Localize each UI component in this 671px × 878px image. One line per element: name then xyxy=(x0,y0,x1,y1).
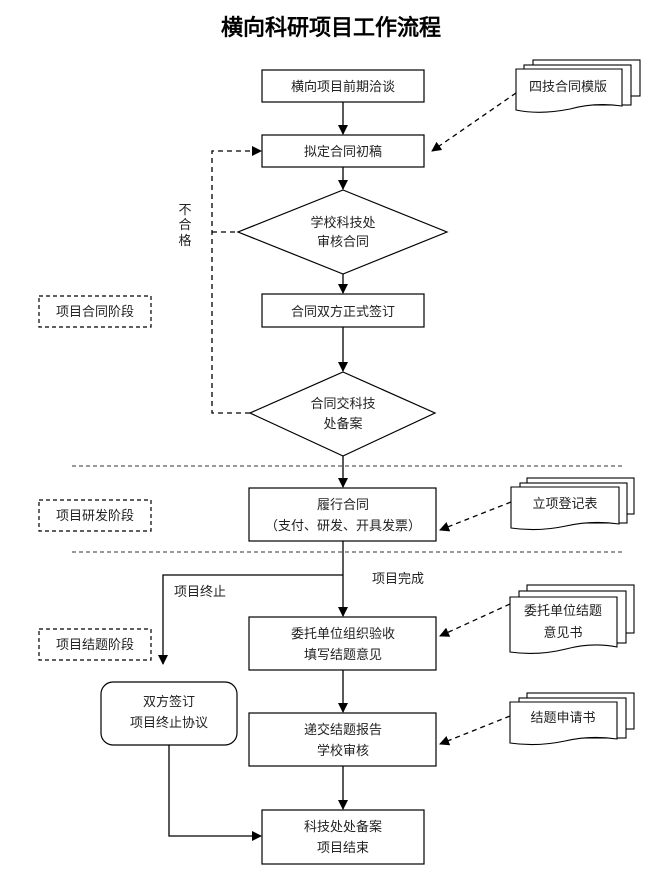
svg-text:合同双方正式签订: 合同双方正式签订 xyxy=(291,304,395,320)
step-acceptance[interactable]: 委托单位组织验收 填写结题意见 xyxy=(248,616,437,671)
svg-text:项目研发阶段: 项目研发阶段 xyxy=(56,508,134,524)
completed-label: 项目完成 xyxy=(372,572,424,587)
doc-registration-form[interactable]: 立项登记表 xyxy=(510,477,635,531)
svg-text:项目结束: 项目结束 xyxy=(317,841,369,856)
svg-text:项目终止协议: 项目终止协议 xyxy=(130,715,208,731)
svg-text:四技合同模版: 四技合同模版 xyxy=(529,80,607,95)
edge-terminate-branch xyxy=(158,574,343,665)
svg-text:项目结题阶段: 项目结题阶段 xyxy=(56,638,134,653)
edge-unqualified-loop xyxy=(211,146,262,414)
edge-termination-to-finish xyxy=(168,745,262,841)
step-termination[interactable]: 双方签订 项目终止协议 xyxy=(100,681,238,746)
svg-text:合同交科技: 合同交科技 xyxy=(310,396,375,412)
unqualified-label-2: 合 xyxy=(178,218,191,233)
terminated-label: 项目终止 xyxy=(174,584,226,600)
doc-closing-application[interactable]: 结题申请书 xyxy=(509,692,635,746)
stage-label-rnd: 项目研发阶段 xyxy=(38,499,152,532)
step-draft-contract[interactable]: 拟定合同初稿 xyxy=(261,134,425,168)
svg-text:履行合同: 履行合同 xyxy=(317,498,369,513)
step-submit-report[interactable]: 递交结题报告 学校审核 xyxy=(248,712,437,767)
stage-label-contract: 项目合同阶段 xyxy=(38,295,152,328)
svg-text:科技处处备案: 科技处处备案 xyxy=(304,819,382,835)
doc-client-opinion[interactable]: 委托单位结题 意见书 xyxy=(509,584,635,655)
decision-filing[interactable]: 合同交科技 处备案 xyxy=(248,371,437,457)
edge-registration-to-perform xyxy=(439,501,512,532)
step-negotiation[interactable]: 横向项目前期洽谈 xyxy=(261,69,425,103)
svg-text:学校科技处: 学校科技处 xyxy=(310,215,375,231)
edge-template-to-draft xyxy=(431,92,517,152)
svg-text:委托单位结题: 委托单位结题 xyxy=(524,604,602,619)
svg-text:（支付、研发、开具发票）: （支付、研发、开具发票） xyxy=(265,518,421,534)
edge-opinion-to-acceptance xyxy=(439,603,511,637)
svg-text:结题申请书: 结题申请书 xyxy=(530,711,595,726)
step-sign[interactable]: 合同双方正式签订 xyxy=(261,293,425,328)
svg-text:处备案: 处备案 xyxy=(323,416,362,432)
svg-text:递交结题报告: 递交结题报告 xyxy=(304,722,382,738)
svg-text:填写结题意见: 填写结题意见 xyxy=(304,647,382,663)
unqualified-label-1: 不 xyxy=(178,203,191,218)
edge-application-to-report xyxy=(439,715,511,746)
step-perform[interactable]: 履行合同 （支付、研发、开具发票） xyxy=(248,487,437,542)
svg-text:项目合同阶段: 项目合同阶段 xyxy=(56,305,134,320)
unqualified-label-3: 格 xyxy=(178,233,191,249)
decision-review[interactable]: 学校科技处 审核合同 xyxy=(236,189,449,275)
svg-text:拟定合同初稿: 拟定合同初稿 xyxy=(304,144,382,160)
stage-label-closing: 项目结题阶段 xyxy=(38,628,152,661)
doc-contract-template[interactable]: 四技合同模版 xyxy=(515,59,641,113)
step-finish[interactable]: 科技处处备案 项目结束 xyxy=(261,809,425,865)
svg-text:双方签订: 双方签订 xyxy=(143,694,195,710)
svg-text:学校审核: 学校审核 xyxy=(317,743,369,759)
svg-text:意见书: 意见书 xyxy=(543,625,582,641)
page-title: 横向科研项目工作流程 xyxy=(221,15,441,41)
svg-text:委托单位组织验收: 委托单位组织验收 xyxy=(291,626,395,642)
svg-text:横向项目前期洽谈: 横向项目前期洽谈 xyxy=(291,79,395,95)
svg-text:立项登记表: 立项登记表 xyxy=(532,497,597,512)
svg-text:审核合同: 审核合同 xyxy=(317,235,369,250)
